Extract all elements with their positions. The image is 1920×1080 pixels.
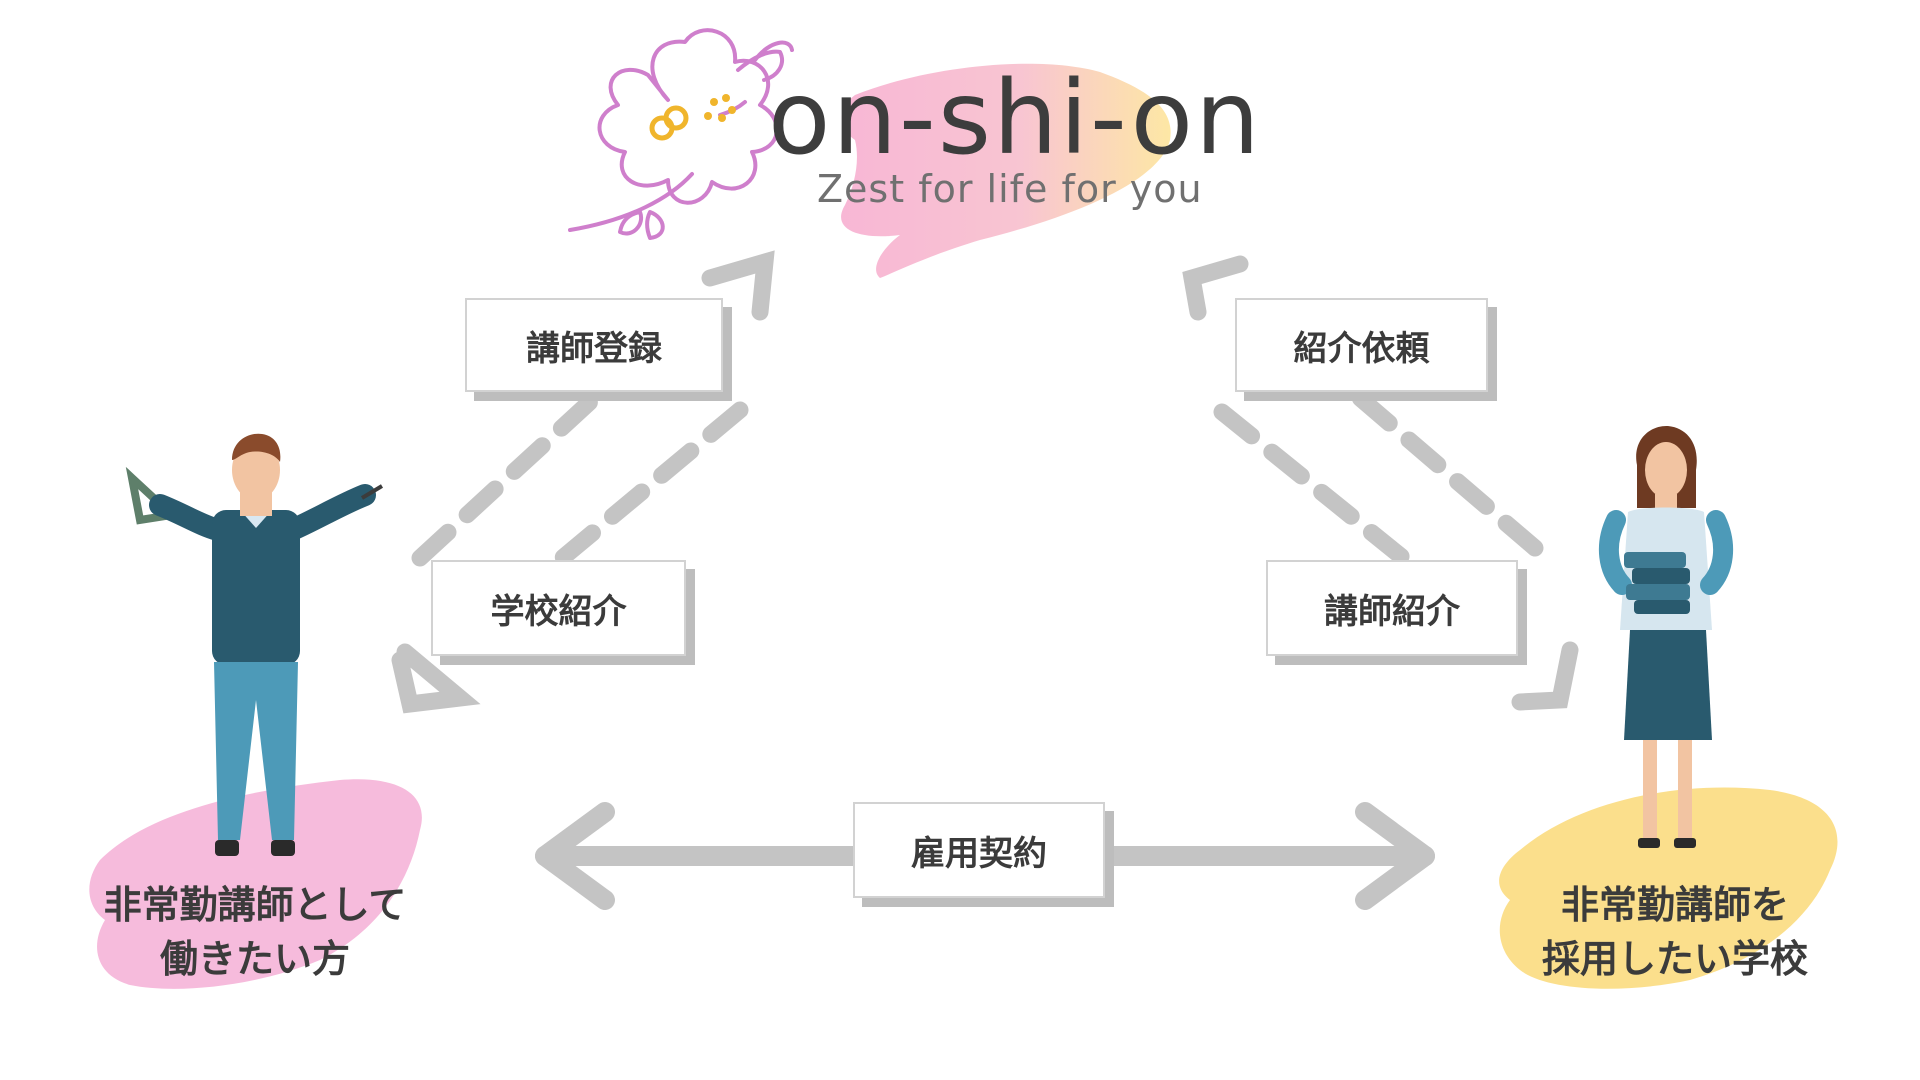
- stamen-accent-icon: [649, 94, 736, 141]
- teacher-caption-line2: 働きたい方: [159, 937, 350, 981]
- teacher-party-caption: 非常勤講師として 働きたい方: [70, 878, 440, 986]
- teacher-caption-line1: 非常勤講師として: [103, 883, 407, 927]
- school-caption-line1: 非常勤講師を: [1560, 883, 1789, 927]
- arrow-school-intro-icon: [391, 401, 749, 714]
- school-brush-stroke: [1499, 787, 1838, 989]
- introduction-request-label: 紹介依頼: [1235, 298, 1488, 392]
- teacher-registration-label: 講師登録: [465, 298, 723, 392]
- hibiscus-logo-icon: [568, 28, 794, 240]
- school-caption-line2: 採用したい学校: [1541, 937, 1808, 981]
- employment-contract-label: 雇用契約: [853, 802, 1105, 898]
- brand-tagline: Zest for life for you: [817, 167, 1203, 211]
- arrow-contract-icon: [535, 802, 1435, 910]
- arrow-teacher-intro-icon: [1213, 403, 1579, 711]
- teacher-introduction-label: 講師紹介: [1266, 560, 1518, 656]
- school-party-caption: 非常勤講師を 採用したい学校: [1490, 878, 1860, 986]
- school-introduction-label: 学校紹介: [431, 560, 686, 656]
- brand-brush-stroke: [841, 63, 1171, 278]
- brand-name: on-shi-on: [768, 59, 1262, 178]
- male-teacher-figure: [125, 433, 384, 856]
- arrow-register-icon: [411, 250, 775, 567]
- teacher-brush-stroke: [89, 779, 422, 989]
- arrow-request-icon: [1182, 255, 1544, 557]
- female-teacher-figure: [1598, 425, 1734, 848]
